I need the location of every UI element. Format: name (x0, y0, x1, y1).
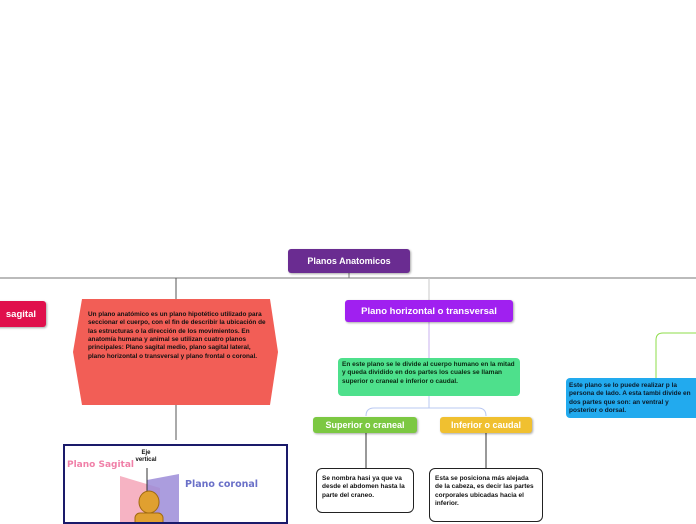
sagital-label: sagital (5, 308, 36, 320)
right-description-text: Este plano se lo puede realizar p la per… (569, 382, 691, 415)
horizontal-description-text: En este plano se le divide al cuerpo hum… (342, 361, 515, 385)
inferior-text-box[interactable]: Esta se posiciona más alejada de la cabe… (429, 468, 543, 522)
illustration-image[interactable]: Plano Sagital Eje vertical Plano coronal (63, 444, 288, 524)
root-label: Planos Anatomicos (307, 256, 391, 266)
horizontal-description[interactable]: En este plano se le divide al cuerpo hum… (338, 358, 520, 396)
sagital-plane-label: Plano Sagital (67, 460, 135, 470)
right-description[interactable]: Este plano se lo puede realizar p la per… (566, 378, 696, 418)
inferior-node[interactable]: Inferior o caudal (440, 417, 532, 433)
hex-description[interactable]: Un plano anatómico es un plano hipotétic… (88, 311, 266, 361)
figure-head-shape (138, 490, 160, 514)
superior-node[interactable]: Superior o craneal (313, 417, 417, 433)
inferior-label: Inferior o caudal (450, 420, 521, 430)
horizontal-plane-node[interactable]: Plano horizontal o transversal (345, 300, 513, 322)
superior-text-box[interactable]: Se nombra hasi ya que va desde el abdome… (316, 468, 414, 513)
figure-body-shape (134, 512, 164, 522)
anatomy-planes-drawing (120, 468, 179, 522)
superior-text: Se nombra hasi ya que va desde el abdome… (322, 475, 405, 499)
vertical-axis-label: Eje vertical (135, 450, 157, 464)
right-branch-connector (655, 332, 696, 378)
horizontal-plane-label: Plano horizontal o transversal (361, 305, 497, 317)
superior-label: Superior o craneal (325, 420, 405, 430)
root-node[interactable]: Planos Anatomicos (288, 249, 410, 273)
inferior-text: Esta se posiciona más alejada de la cabe… (435, 475, 534, 508)
sagital-node[interactable]: sagital (0, 301, 46, 327)
coronal-plane-label: Plano coronal (185, 479, 259, 490)
hex-text: Un plano anatómico es un plano hipotétic… (88, 311, 266, 360)
children-connector (365, 396, 487, 417)
